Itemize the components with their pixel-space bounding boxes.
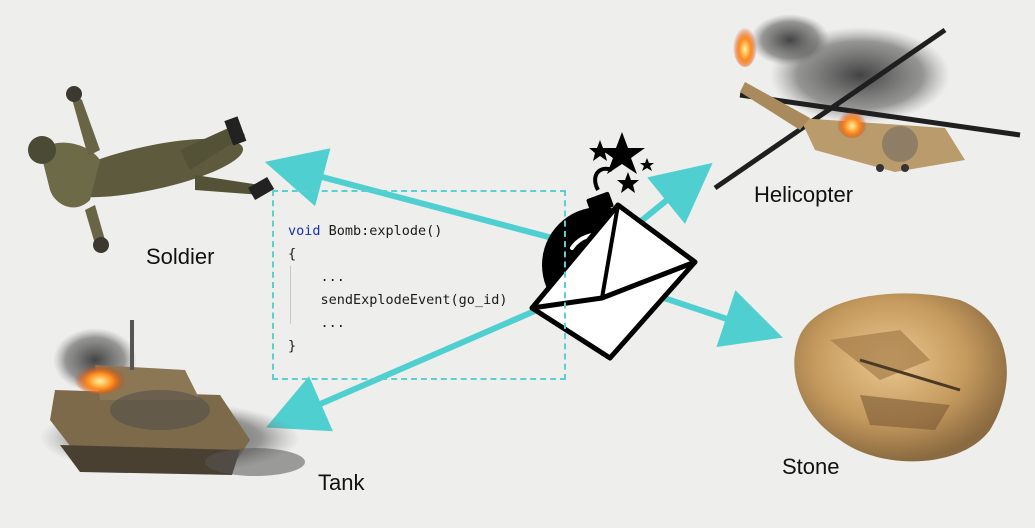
- helicopter-image: [713, 14, 1021, 191]
- arrows: [264, 148, 783, 432]
- code-line-ellipsis: ...: [288, 315, 345, 331]
- tank-image: [40, 320, 305, 476]
- label-helicopter: Helicopter: [754, 182, 854, 207]
- arrow-to-helicopter: [638, 162, 713, 225]
- code-line-close-brace: }: [288, 338, 297, 354]
- arrow-to-tank: [265, 297, 562, 432]
- code-line-signature: void Bomb:explode(): [288, 220, 507, 243]
- code-snippet-box: [272, 190, 566, 380]
- code-snippet: void Bomb:explode() { ... sendExplodeEve…: [288, 220, 507, 358]
- label-stone: Stone: [782, 454, 840, 479]
- arrow-to-stone: [654, 290, 783, 348]
- soldier-image: [28, 86, 275, 253]
- bomb-envelope-icon: [529, 166, 698, 361]
- spark-stars-icon: [589, 132, 654, 193]
- stone-image: [794, 293, 1007, 462]
- code-keyword: void: [288, 223, 321, 239]
- arrow-to-soldier: [264, 148, 561, 243]
- code-function-name: Bomb:explode(): [320, 223, 443, 239]
- code-line-call: sendExplodeEvent(go_id): [288, 292, 508, 308]
- indent-guide: [290, 266, 291, 324]
- code-line-open-brace: {: [288, 246, 297, 262]
- label-tank: Tank: [318, 470, 365, 495]
- label-soldier: Soldier: [146, 244, 215, 269]
- code-line-ellipsis: ...: [288, 269, 345, 285]
